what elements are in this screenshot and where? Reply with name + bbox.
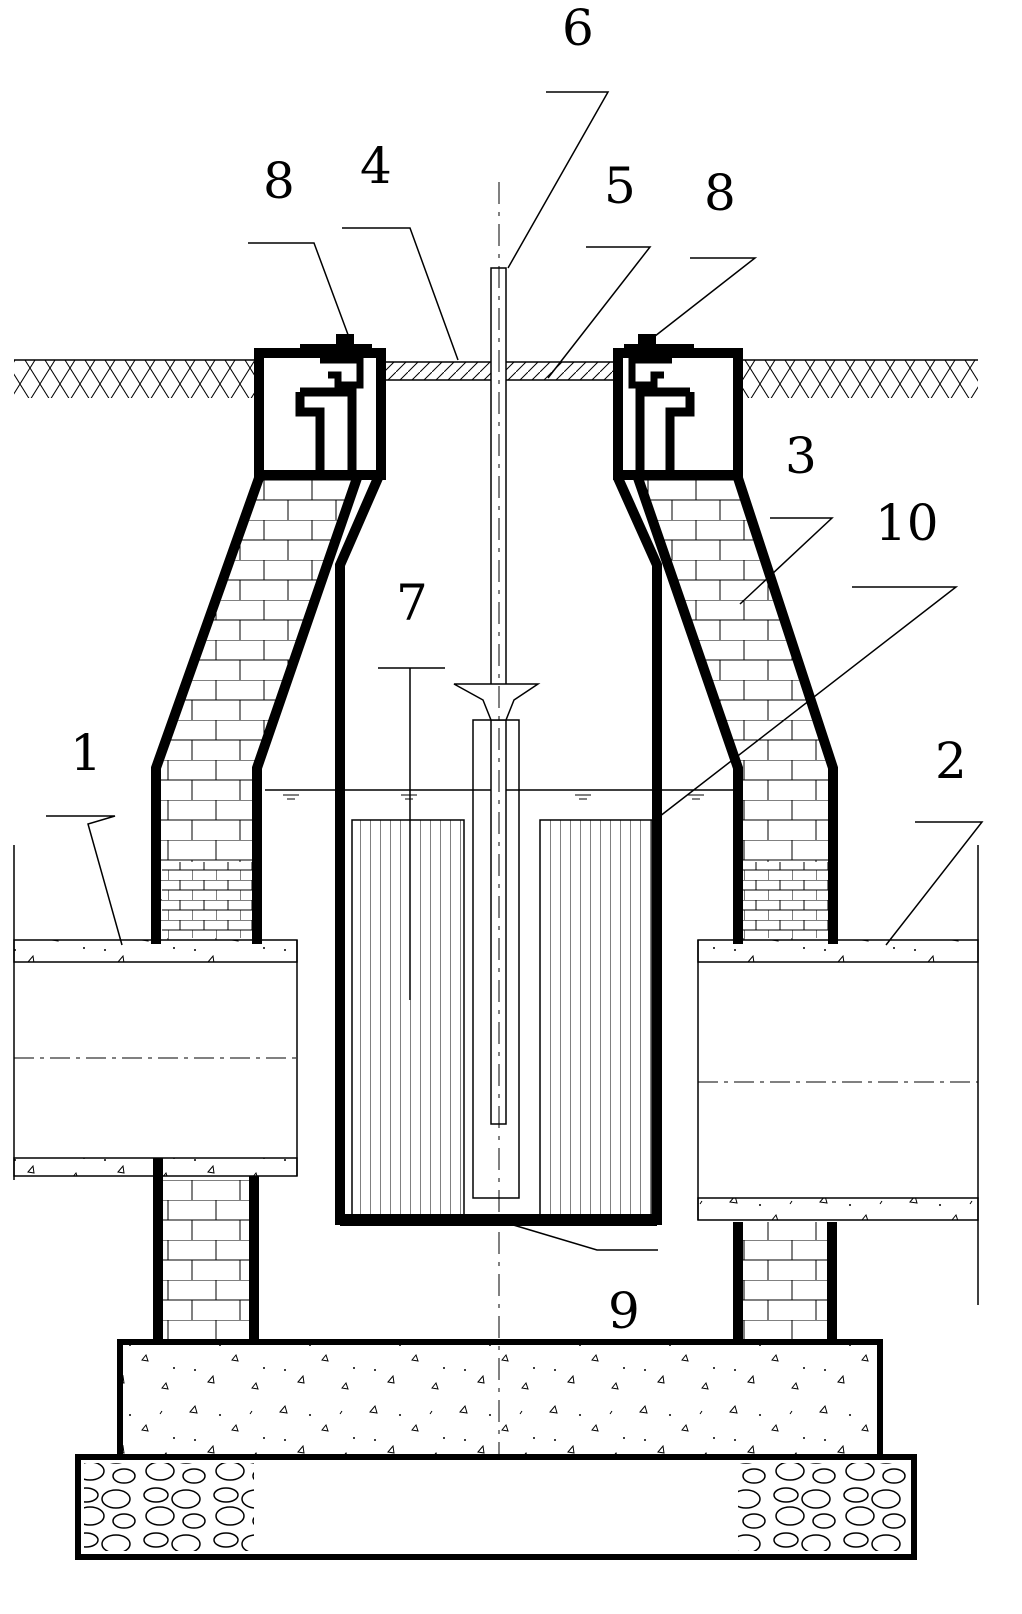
label-5: 5 (604, 157, 636, 215)
center-pipe (453, 182, 541, 1460)
label-9: 9 (608, 1282, 640, 1340)
label-2: 2 (935, 732, 967, 790)
label-4: 4 (360, 137, 392, 195)
leader-lines (46, 91, 984, 1251)
right-brick-wall (633, 476, 838, 944)
lower-brick-walls (153, 1158, 837, 1344)
label-3: 3 (785, 427, 817, 485)
filter-media (351, 819, 653, 1216)
right-collar-frame (613, 334, 743, 480)
labels: 1 2 3 4 5 6 7 8 8 9 10 (70, 0, 967, 1340)
label-8-left: 8 (263, 152, 295, 210)
outlet-pipe-right (697, 845, 979, 1305)
label-10: 10 (875, 494, 939, 552)
ground-surface (14, 359, 978, 398)
label-1: 1 (70, 724, 102, 782)
left-collar-frame (254, 334, 386, 480)
label-6: 6 (562, 0, 594, 57)
left-brick-wall (151, 476, 362, 944)
label-7: 7 (396, 574, 428, 632)
inlet-pipe-left (13, 845, 298, 1180)
gravel-foundation (75, 1454, 917, 1560)
concrete-base-slab (117, 1339, 883, 1460)
label-8-right: 8 (704, 164, 736, 222)
